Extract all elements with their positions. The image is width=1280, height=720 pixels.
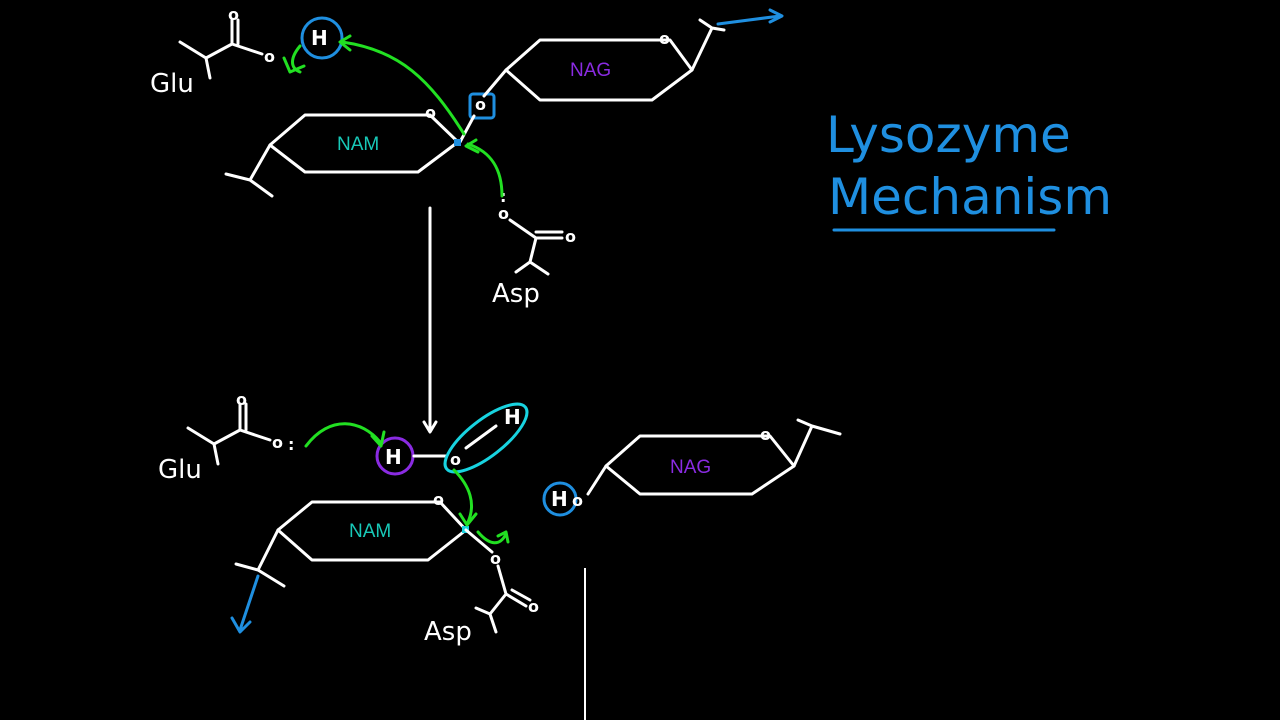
asp-bottom: o o Asp: [424, 528, 539, 647]
glycosidic-oxygen-box: [468, 92, 496, 120]
arrow-glycosidic-o-to-h: [340, 40, 466, 136]
nag-label-bottom: NAG: [670, 457, 711, 478]
asp-bottom-ester-o: o: [490, 549, 501, 568]
glu-bottom-lone-pair: :: [288, 435, 294, 454]
nam-label-top: NAM: [337, 134, 379, 155]
asp-top: o : o Asp: [492, 187, 576, 309]
glu-top: Glu o o: [150, 5, 275, 99]
reaction-arrow: [422, 206, 438, 434]
anomeric-carbon-marker-top: [454, 139, 461, 146]
glu-label-top: Glu: [150, 69, 194, 99]
asp-bottom-ester-bond: [464, 528, 494, 554]
arrow-head-asp: [464, 138, 480, 154]
top-structure: Glu o o H NAG o o NAM o o : o Asp: [150, 5, 784, 309]
title-line-2: Mechanism: [828, 168, 1112, 226]
arrow-oh-bond-to-glu: [291, 44, 302, 74]
nag-ring-o-bottom: o: [760, 425, 771, 444]
arrow-water-o-to-anomeric-c: [452, 468, 473, 524]
asp-top-bonds: [508, 218, 564, 276]
arrow-glu-to-water-h: [304, 422, 382, 448]
nam-ring-o-top: o: [425, 103, 436, 122]
asp-label-top: Asp: [492, 279, 540, 309]
glu-top-bonds: [178, 18, 264, 80]
glu-bottom: Glu o o :: [158, 390, 294, 485]
nam-top-substituent: [224, 143, 274, 198]
water-hydrogen: H: [385, 445, 402, 469]
nam-chain-arrow-bottom: [230, 574, 260, 634]
nag-bottom-c1-bond: [586, 464, 608, 496]
nam-label-bottom: NAM: [349, 521, 391, 542]
glu-top-carboxyl-o: o: [264, 47, 275, 66]
glu-bottom-bonds: [186, 402, 272, 466]
arrow-head-water: [458, 512, 478, 527]
glu-bottom-carbonyl-o: o: [236, 390, 247, 409]
new-hydroxyl-h: H: [551, 487, 568, 511]
acidic-hydrogen: H: [311, 26, 328, 50]
glycosidic-bonds: [458, 68, 508, 144]
water-oh-ellipse: [443, 402, 529, 474]
nag-label-top: NAG: [570, 60, 611, 81]
arrow-head-asp-bottom: [496, 530, 510, 544]
nag-chain-arrow-top: [716, 8, 784, 26]
glu-top-carbonyl-o: o: [228, 5, 239, 24]
water-oxygen: o: [450, 450, 461, 469]
asp-bottom-carbonyl-o: o: [528, 597, 539, 616]
asp-label-bottom: Asp: [424, 617, 472, 647]
water-o-h-bond: [464, 424, 498, 450]
arrow-head-glycosidic: [338, 34, 352, 52]
nag-ring-o-top: o: [659, 29, 670, 48]
arrow-head-glu-bottom: [370, 430, 386, 448]
arrow-c-o-bond-to-asp: [476, 530, 508, 545]
acidic-hydrogen-circle: [300, 16, 344, 60]
new-hydroxyl-h-circle: [542, 481, 578, 517]
new-hydroxyl-o: o: [572, 491, 583, 510]
nam-ring-o-bottom: o: [433, 490, 444, 509]
nag-bottom-substituent: [792, 418, 842, 468]
nam-bottom-substituent: [234, 528, 286, 588]
arrow-head-glu: [282, 56, 306, 74]
title-block: Lysozyme Mechanism: [826, 106, 1112, 232]
nag-top-substituent: [690, 18, 726, 72]
glu-bottom-carboxylate-o: o: [272, 433, 283, 452]
asp-top-nucleophile-o: o: [498, 204, 509, 223]
asp-top-carbonyl-o: o: [565, 227, 576, 246]
arrow-asp-to-anomeric-c: [466, 142, 504, 198]
glycosidic-oxygen: o: [475, 95, 486, 114]
glu-label-bottom: Glu: [158, 455, 202, 485]
asp-bottom-bonds: [474, 564, 532, 634]
bottom-structure: Glu o o : H o H NAG o H o NAM o: [158, 390, 842, 647]
title-line-1: Lysozyme: [826, 106, 1071, 164]
water-hydrogen-2: H: [504, 405, 521, 429]
